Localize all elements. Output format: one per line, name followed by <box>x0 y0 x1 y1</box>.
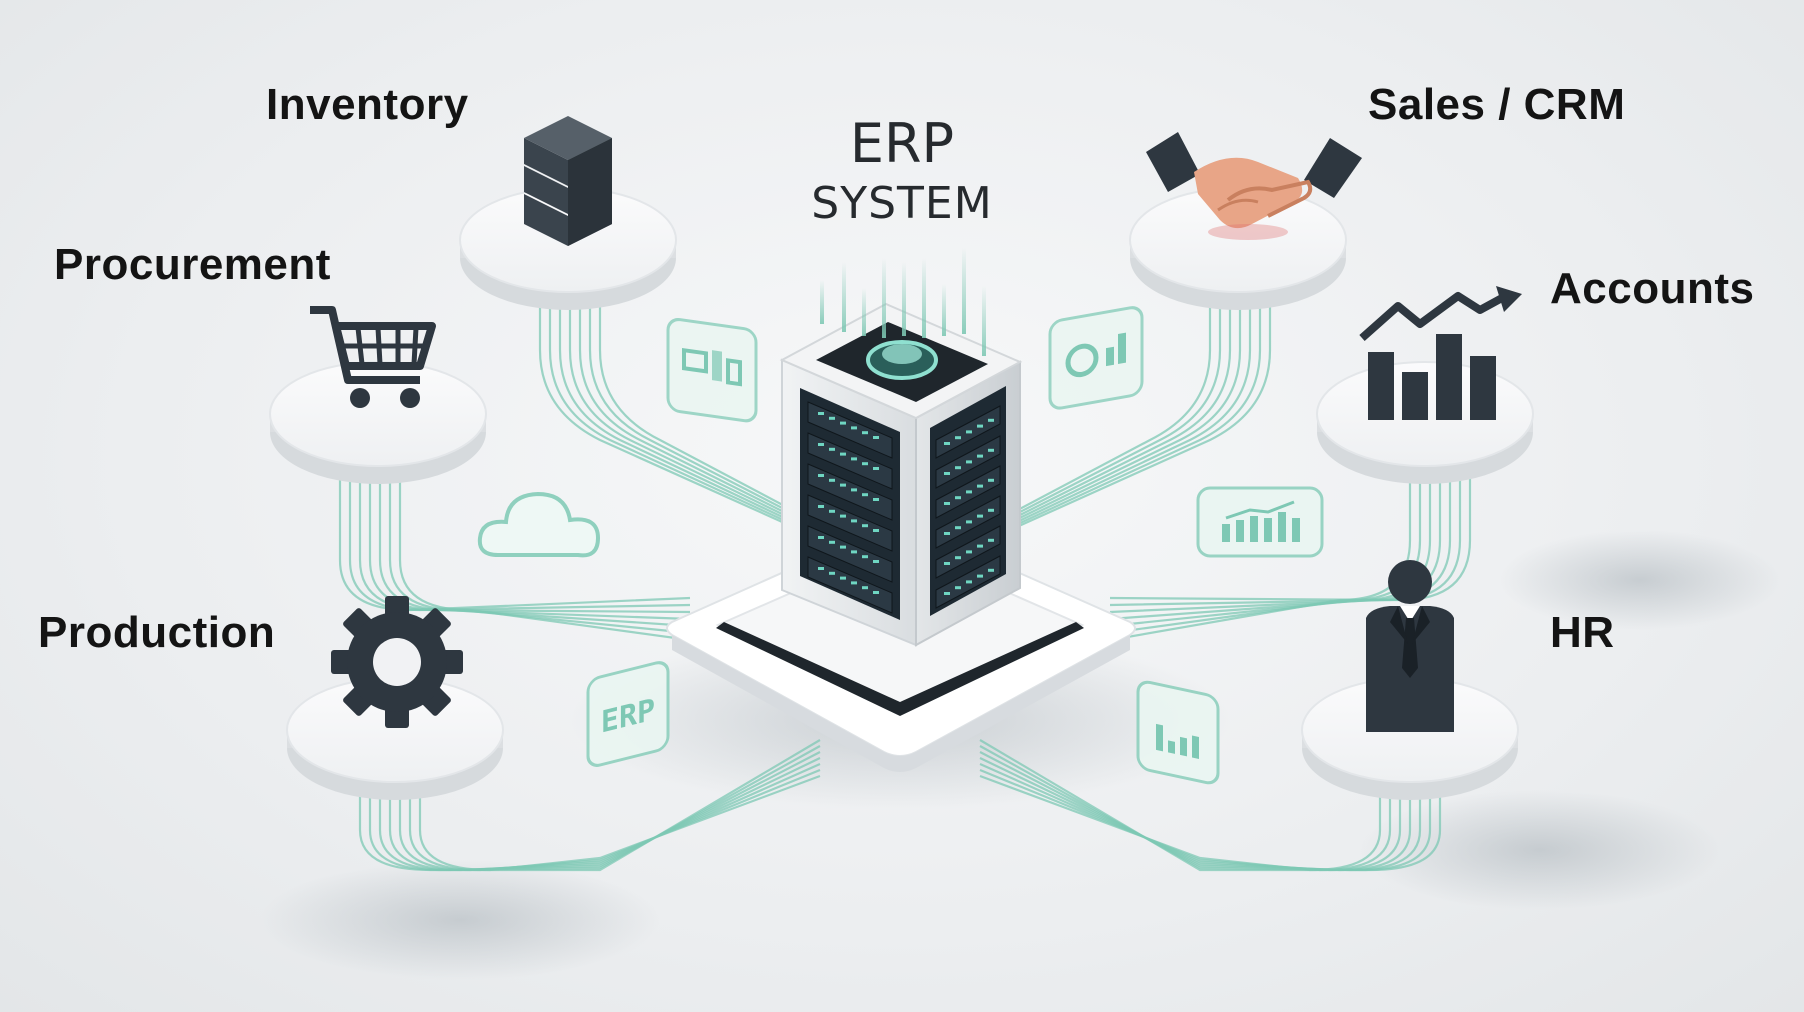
connector-line <box>979 292 1212 531</box>
chip-pie-chart-icon <box>1048 306 1144 410</box>
module-label-inventory: Inventory <box>266 80 469 129</box>
connector-line <box>989 292 1232 531</box>
bar-chart-trend-icon <box>1359 286 1522 420</box>
shopping-cart-icon <box>310 306 436 408</box>
module-label-procurement: Procurement <box>54 240 331 289</box>
module-label-sales: Sales / CRM <box>1368 80 1626 129</box>
connector-line <box>398 468 691 642</box>
connector-line <box>994 292 1242 531</box>
connector-line <box>588 292 826 531</box>
chip-bar-chart-icon <box>1196 486 1324 558</box>
connector-line <box>1009 292 1272 532</box>
connector-line <box>1004 292 1262 531</box>
floor-shadow <box>1500 530 1780 630</box>
connector-line <box>578 292 821 531</box>
chip-erp-label: ERP <box>586 661 670 767</box>
data-beams <box>820 248 986 356</box>
server-tower-icon <box>779 302 1023 647</box>
connector-line <box>538 292 801 532</box>
storage-boxes-icon <box>524 116 612 246</box>
center-subtitle: SYSTEM <box>811 178 993 229</box>
connector-line <box>558 292 811 531</box>
disc-production <box>286 677 504 800</box>
gear-icon <box>331 596 463 728</box>
floor-shadow <box>260 860 660 980</box>
connector-line <box>548 292 806 531</box>
cloud-icon <box>477 491 601 558</box>
floor-shadow <box>1360 790 1720 910</box>
module-label-accounts: Accounts <box>1550 264 1755 313</box>
disc-sales <box>1129 187 1347 310</box>
connector-line <box>568 292 816 531</box>
disc-procurement <box>269 361 487 484</box>
connector-line <box>598 292 831 531</box>
module-label-production: Production <box>38 608 276 657</box>
module-label-hr: HR <box>1550 608 1615 657</box>
chip-dashboard-icon <box>666 318 758 423</box>
connector-line <box>418 774 821 872</box>
handshake-icon <box>1146 132 1362 240</box>
connector-line <box>979 774 1382 872</box>
center-title: ERP <box>849 112 955 175</box>
chip-mini-chart-icon <box>1136 680 1220 785</box>
businessman-icon <box>1366 560 1454 732</box>
connector-line <box>984 292 1222 531</box>
connector-line <box>999 292 1252 531</box>
